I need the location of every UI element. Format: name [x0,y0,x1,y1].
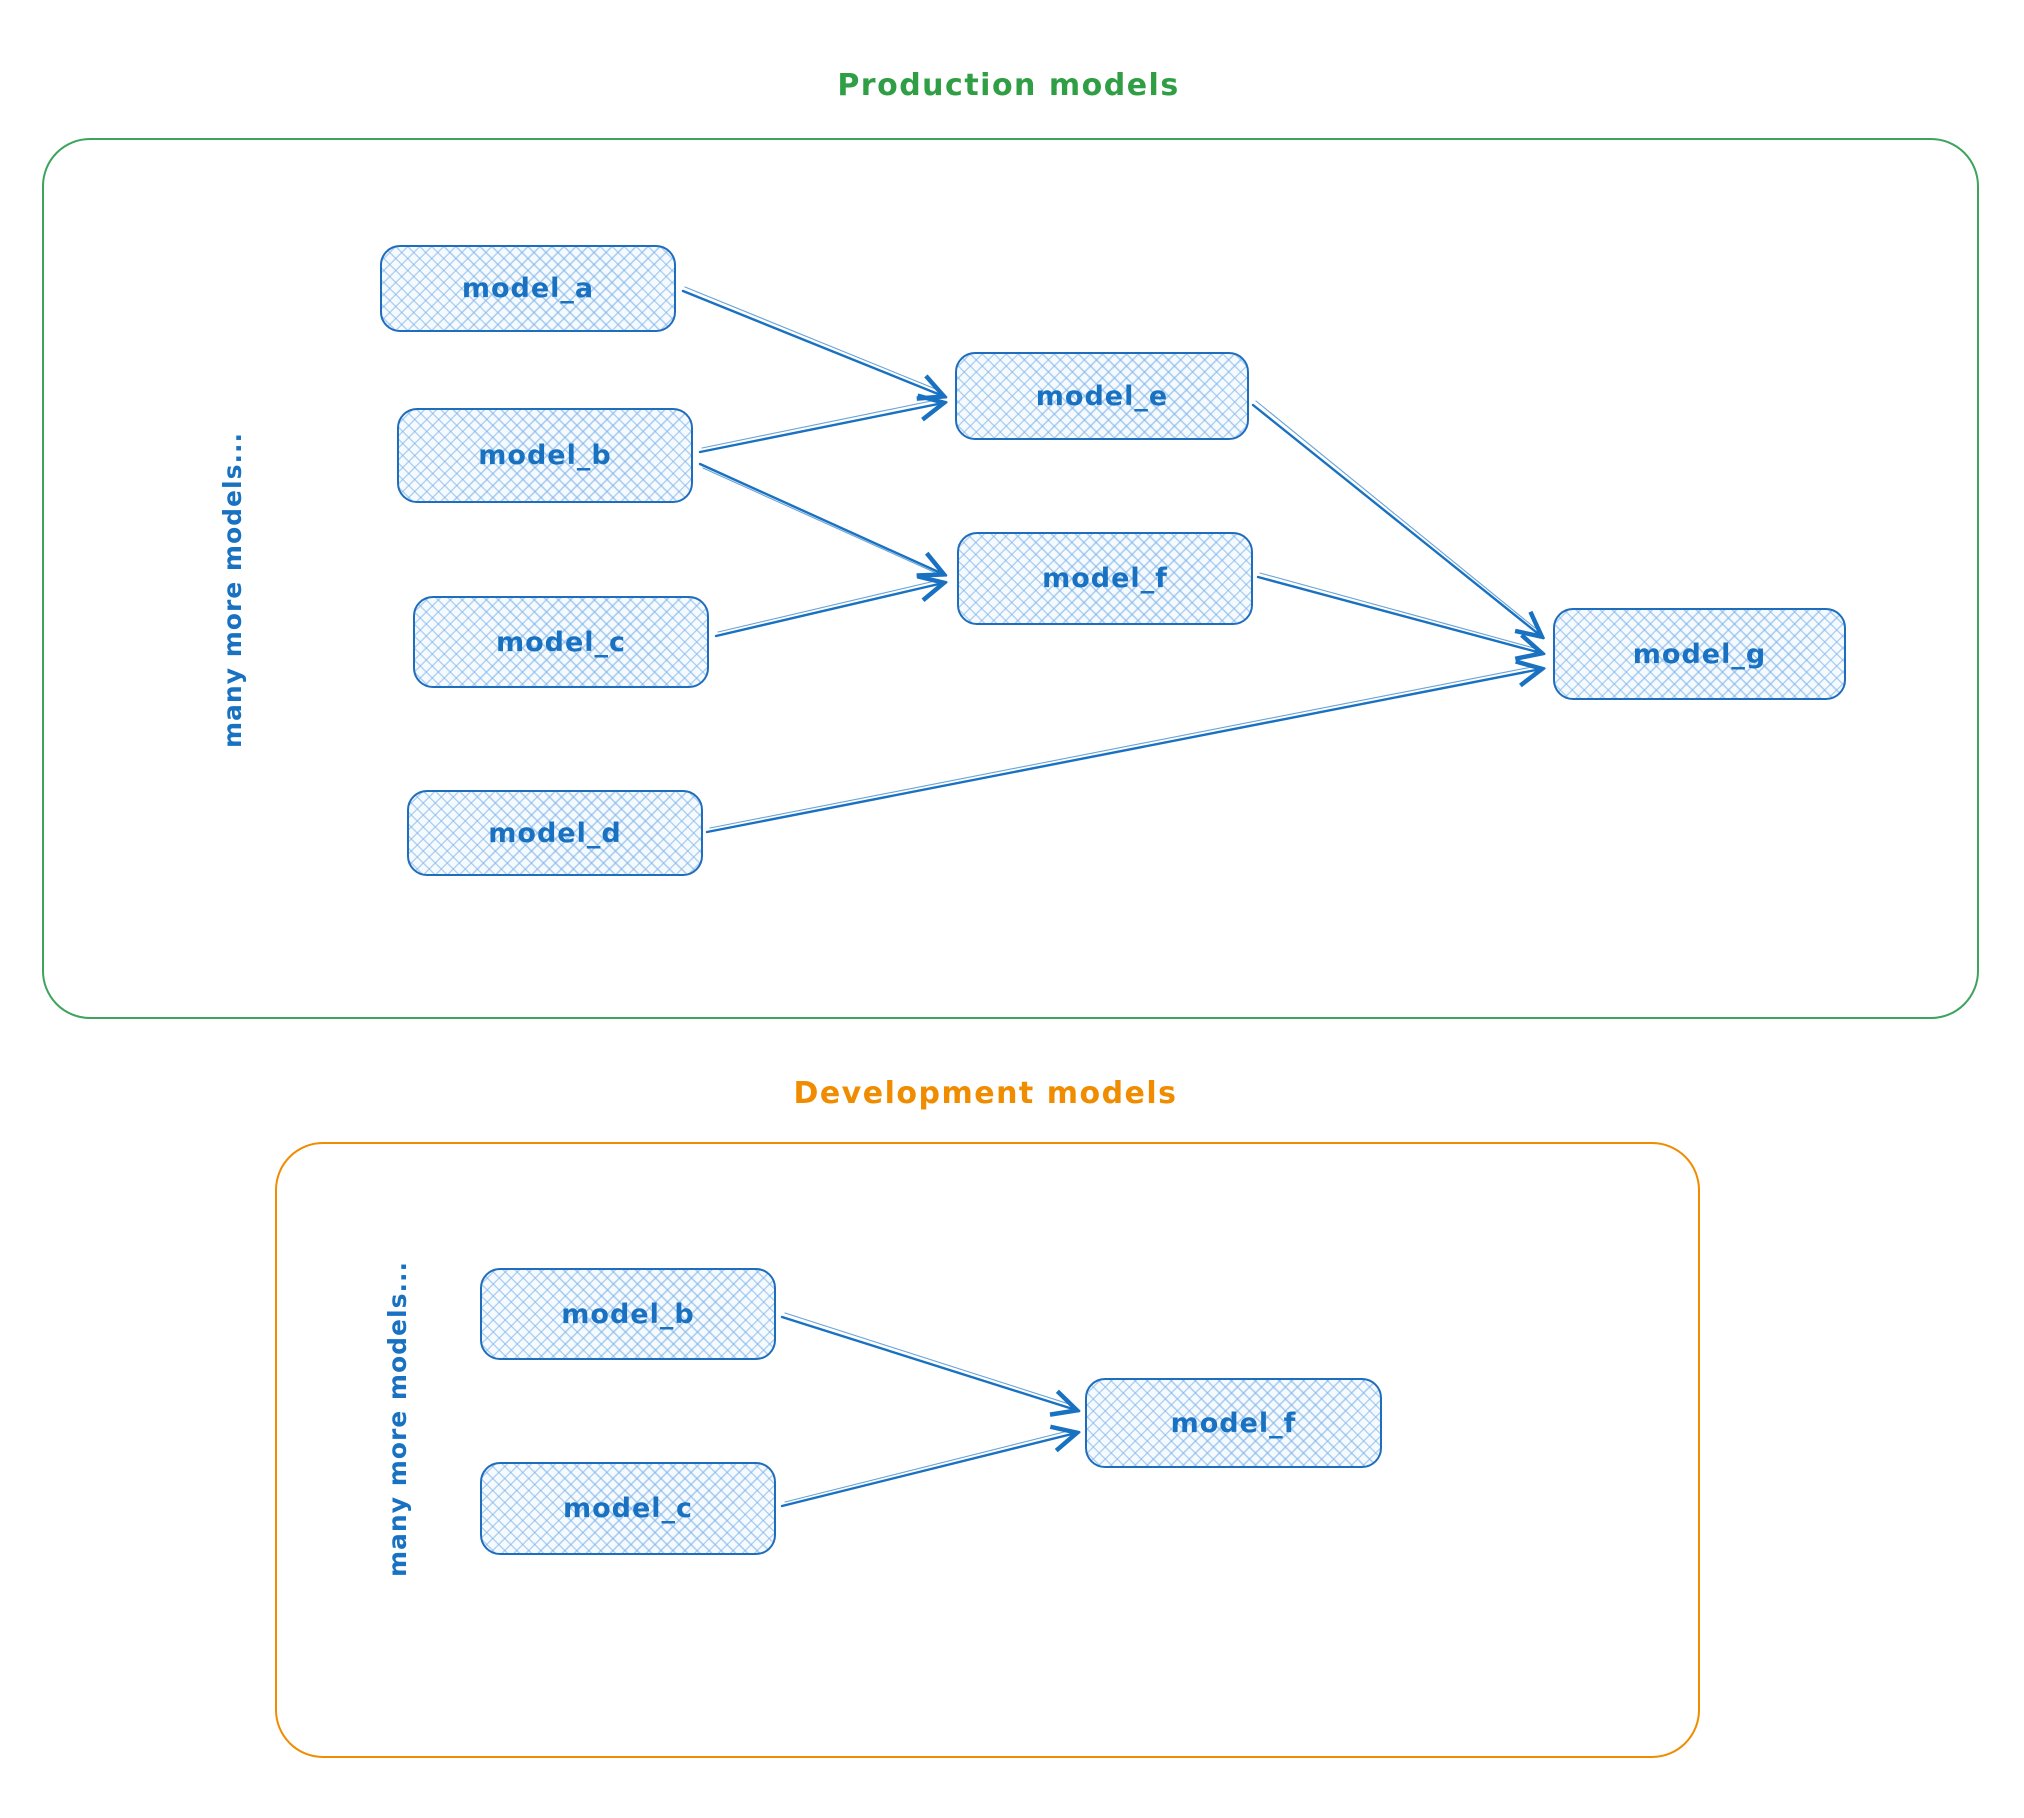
development-container [275,1142,1700,1758]
node-label-model_e: model_e [1035,380,1169,412]
node-production-model_a: model_a [380,245,676,332]
node-label-model_g: model_g [1632,638,1767,670]
development-side-note: many more models... [383,1261,412,1577]
node-production-model_c: model_c [413,596,709,688]
development-section-title: Development models [793,1076,1178,1111]
node-label-model_d: model_d [488,817,622,849]
node-production-model_b: model_b [397,408,693,503]
node-label-dev-model_f: model_f [1170,1407,1297,1439]
node-production-model_d: model_d [407,790,703,876]
production-section-title: Production models [837,68,1180,103]
node-development-model_f: model_f [1085,1378,1382,1468]
node-label-model_b: model_b [478,440,612,471]
node-production-model_e: model_e [955,352,1249,440]
node-label-model_c: model_c [495,626,627,658]
node-label-model_a: model_a [461,273,595,304]
node-label-dev-model_c: model_c [562,1493,694,1524]
node-production-model_g: model_g [1553,608,1846,700]
node-development-model_c: model_c [480,1462,776,1555]
node-development-model_b: model_b [480,1268,776,1360]
production-container [42,138,1979,1019]
node-production-model_f: model_f [957,532,1253,625]
node-label-dev-model_b: model_b [561,1298,695,1330]
production-side-note: many more models... [218,432,247,748]
node-label-model_f: model_f [1042,563,1168,594]
